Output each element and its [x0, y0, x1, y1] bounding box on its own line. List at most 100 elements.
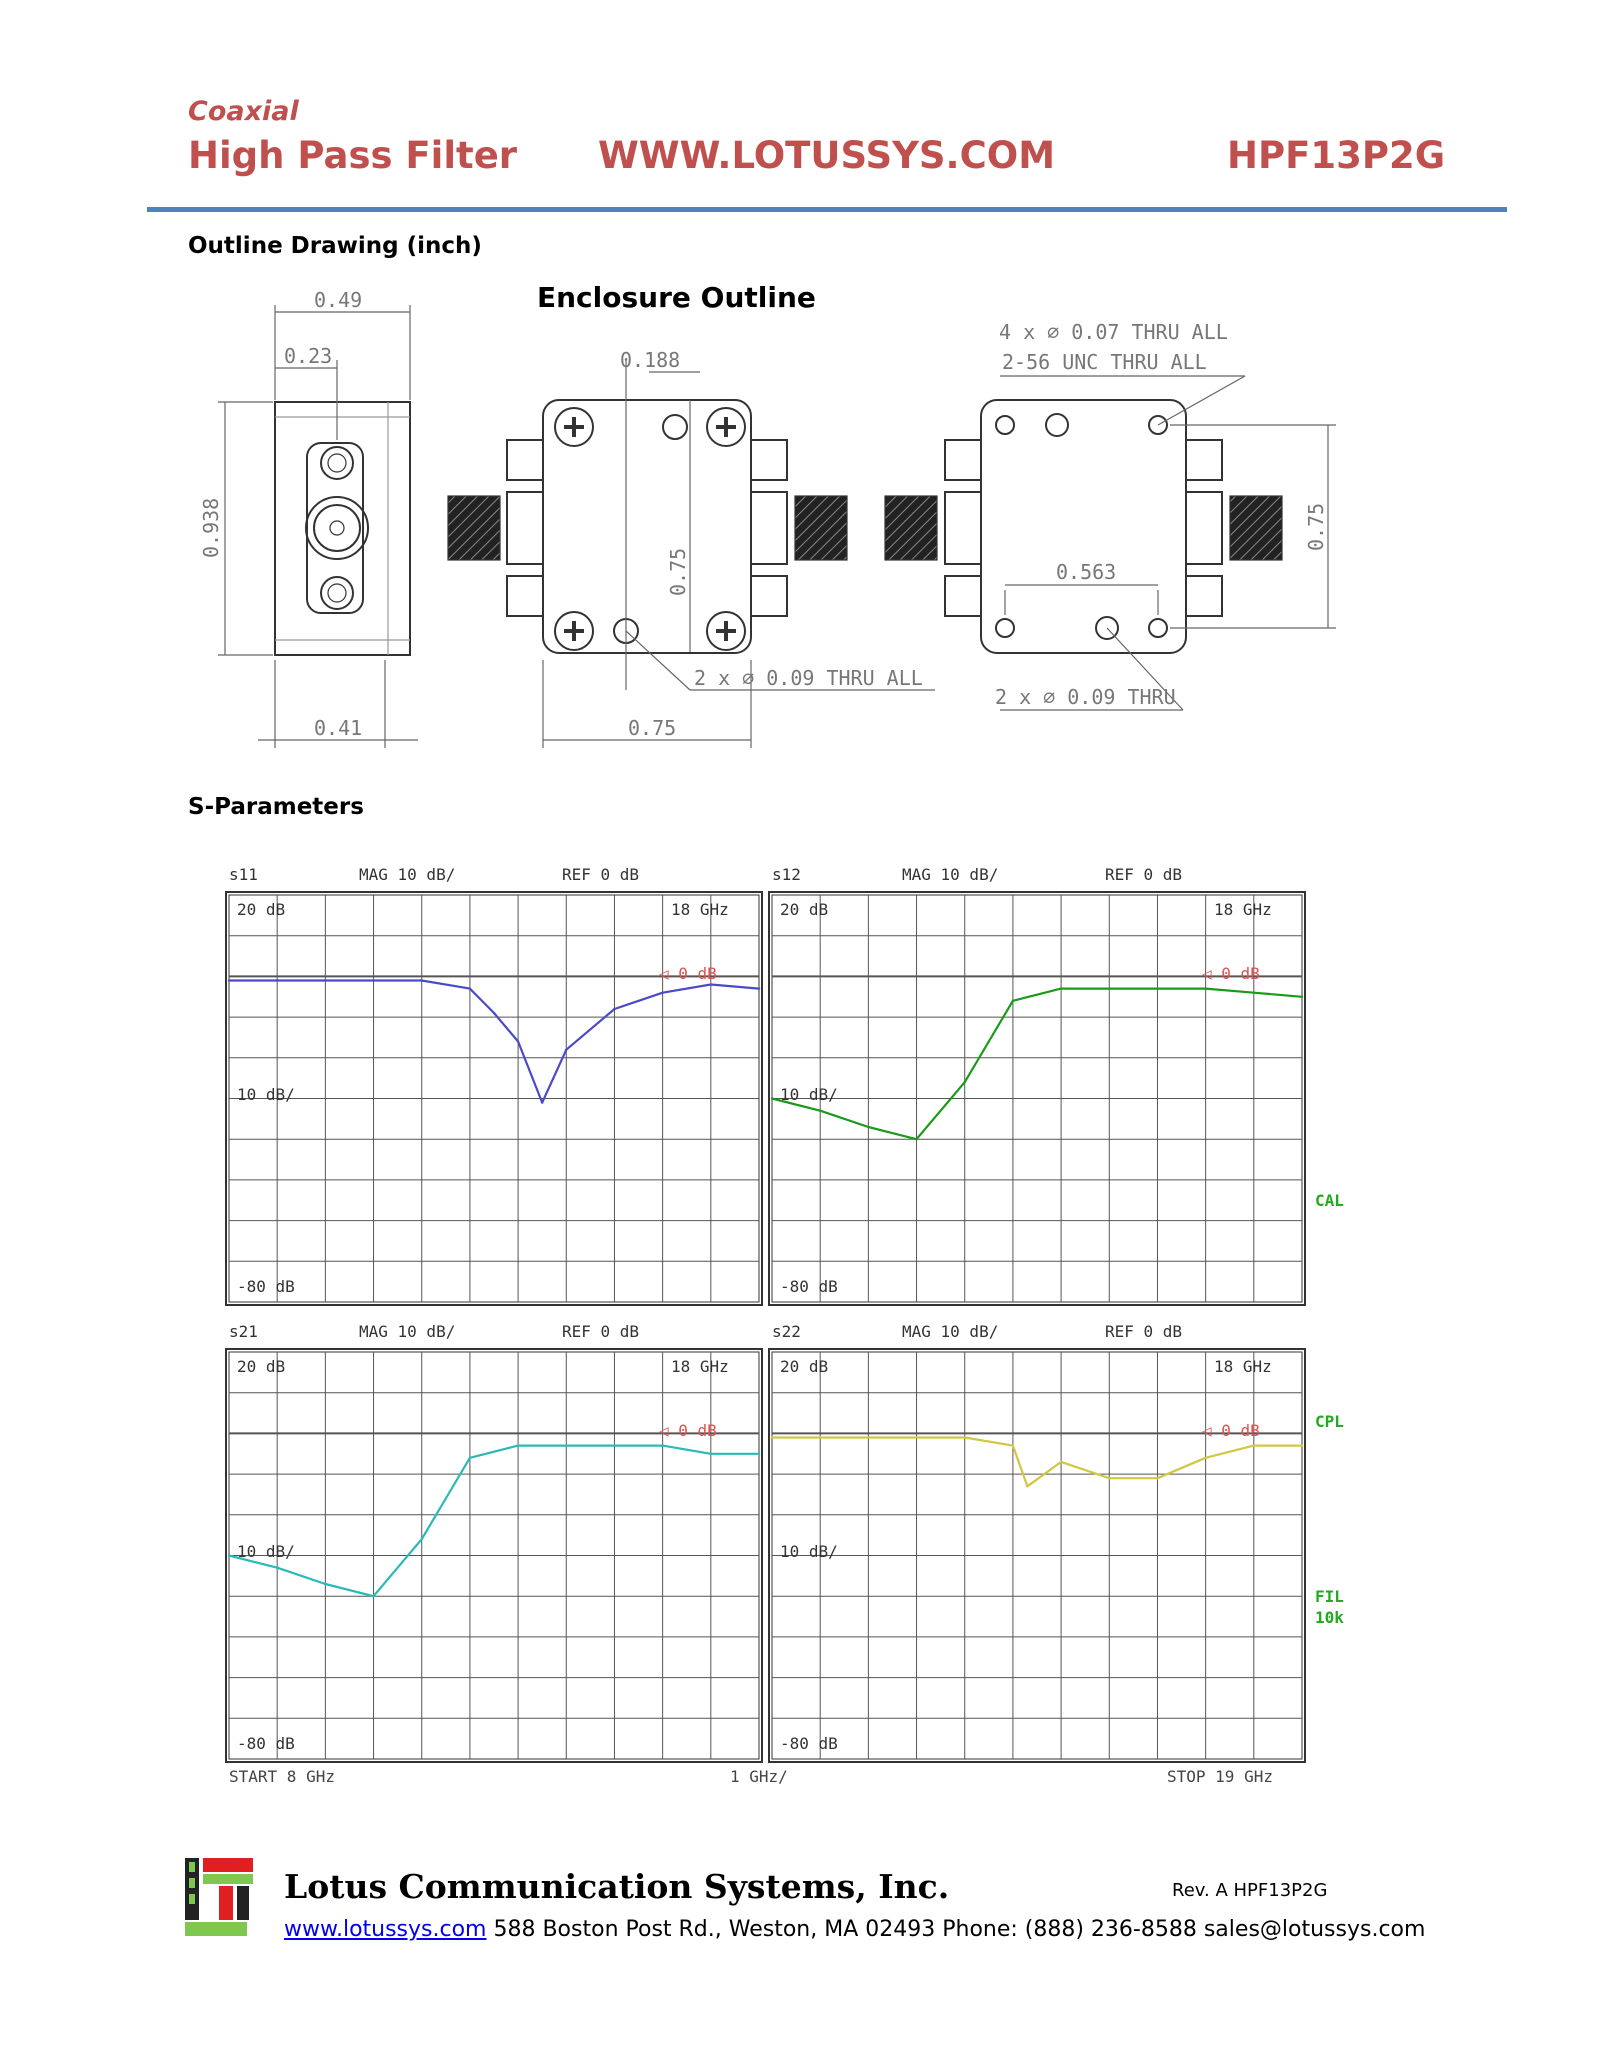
side-label-cpl: CPL — [1315, 1412, 1344, 1431]
trace-point — [867, 1125, 870, 1129]
top-view — [447, 360, 935, 748]
footer-company: Lotus Communication Systems, Inc. — [284, 1867, 950, 1906]
trace-point — [818, 1109, 822, 1112]
trace-point — [818, 1436, 822, 1439]
footer-contact-line: www.lotussys.com 588 Boston Post Rd., We… — [284, 1917, 1425, 1942]
trace-point — [372, 979, 375, 982]
plot-top-label: 20 dB — [780, 900, 828, 919]
plot-frame — [768, 891, 1306, 1306]
header-divider — [147, 207, 1507, 212]
plot-label: s21 — [229, 1322, 258, 1341]
trace-point — [1108, 1476, 1111, 1480]
header-website[interactable]: WWW.LOTUSSYS.COM — [598, 134, 1056, 177]
trace-s11 — [229, 979, 760, 1104]
bottom-thread-note-1: 4 x ∅ 0.07 THRU ALL — [999, 320, 1228, 344]
trace-point — [324, 1582, 327, 1586]
trace-point — [1108, 987, 1111, 990]
trace-point — [275, 1566, 279, 1569]
outline-drawing: 0.49 0.23 0.938 0.41 0.188 0.75 0.75 2 x… — [199, 288, 1336, 748]
trace-point — [1026, 1485, 1029, 1488]
trace-point — [757, 1452, 761, 1455]
outline-section-title: Outline Drawing (inch) — [188, 233, 482, 259]
trace-point — [709, 1452, 713, 1455]
plot-mag: MAG 10 dB/ — [902, 1322, 998, 1341]
side-label-fil-10k: 10k — [1315, 1608, 1344, 1627]
plot-ref: REF 0 dB — [562, 1322, 639, 1341]
trace-point — [468, 987, 472, 990]
plot-ref: REF 0 dB — [1105, 865, 1182, 884]
bottom-thread-note-2: 2-56 UNC THRU ALL — [1002, 350, 1207, 374]
lotus-logo — [185, 1858, 253, 1936]
header-title: High Pass Filter — [188, 134, 518, 177]
trace-point — [516, 1444, 520, 1447]
trace-point — [324, 979, 327, 982]
plot-mag: MAG 10 dB/ — [359, 1322, 455, 1341]
plot-mid-label: 10 dB/ — [780, 1085, 838, 1104]
trace-point — [372, 1595, 375, 1598]
plot-freq-label: 18 GHz — [671, 900, 729, 919]
plot-frame — [768, 1348, 1306, 1763]
trace-point — [915, 1138, 918, 1141]
plot-bottom-label: -80 dB — [780, 1734, 838, 1753]
footer-website-link[interactable]: www.lotussys.com — [284, 1917, 487, 1942]
side-label-fil: FIL — [1315, 1587, 1344, 1606]
plot-bottom-label: -80 dB — [780, 1277, 838, 1296]
plot-frame — [225, 1348, 763, 1763]
trace-point — [709, 983, 713, 986]
trace-point — [420, 979, 423, 982]
trace-point — [757, 987, 761, 990]
plot-mag: MAG 10 dB/ — [359, 865, 455, 884]
trace-point — [540, 1101, 544, 1104]
trace-point — [867, 1436, 870, 1439]
trace-point — [565, 1048, 568, 1051]
header-subtitle: Coaxial — [188, 96, 299, 127]
trace-point — [1252, 991, 1256, 994]
plot-label: s11 — [229, 865, 258, 884]
dim-side-height: 0.938 — [199, 498, 223, 558]
trace-point — [444, 1497, 448, 1500]
sweep-start: START 8 GHz — [229, 1767, 335, 1786]
footer-rev: Rev. A HPF13P2G — [1172, 1880, 1328, 1901]
plot-top-label: 20 dB — [237, 900, 285, 919]
sparam-section-title: S-Parameters — [188, 794, 364, 820]
bottom-hole-note: 2 x ∅ 0.09 THRU — [995, 685, 1176, 709]
trace-point — [1011, 999, 1015, 1003]
trace-point — [492, 1011, 496, 1015]
trace-point — [1252, 1444, 1256, 1447]
plot-mid-label: 10 dB/ — [780, 1542, 838, 1561]
plot-label: s12 — [772, 865, 801, 884]
plot-mid-label: 10 dB/ — [237, 1542, 295, 1561]
sweep-step: 1 GHz/ — [730, 1767, 788, 1786]
enclosure-title: Enclosure Outline — [537, 281, 816, 314]
bottom-view — [884, 375, 1336, 711]
side-label-cal: CAL — [1315, 1191, 1344, 1210]
trace-point — [770, 1436, 774, 1439]
dim-top-hole-offset: 0.188 — [620, 348, 680, 372]
plot-mag: MAG 10 dB/ — [902, 865, 998, 884]
sweep-stop: STOP 19 GHz — [1167, 1767, 1273, 1786]
trace-point — [1011, 1444, 1015, 1447]
plot-label: s22 — [772, 1322, 801, 1341]
trace-point — [915, 1436, 918, 1439]
plot-top-label: 20 dB — [237, 1357, 285, 1376]
dim-side-width-top: 0.49 — [314, 288, 362, 312]
plot-top-label: 20 dB — [780, 1357, 828, 1376]
trace-point — [1204, 987, 1207, 990]
top-hole-note: 2 x ∅ 0.09 THRU ALL — [694, 666, 923, 690]
dim-top-width: 0.75 — [628, 716, 676, 740]
trace-point — [613, 1444, 616, 1447]
plot-freq-label: 18 GHz — [671, 1357, 729, 1376]
trace-point — [963, 1436, 966, 1439]
plot-bottom-label: -80 dB — [237, 1277, 295, 1296]
plot-ref-marker: ◁ 0 dB — [659, 964, 717, 983]
sparam-plots: CAL CPL FIL 10k START 8 GHz 1 GHz/ STOP … — [225, 865, 1344, 1786]
plot-ref: REF 0 dB — [1105, 1322, 1182, 1341]
plot-mid-label: 10 dB/ — [237, 1085, 295, 1104]
dim-top-height: 0.75 — [666, 548, 690, 596]
trace-point — [1204, 1456, 1207, 1460]
trace-point — [565, 1444, 568, 1447]
trace-point — [1059, 1460, 1063, 1464]
plot-ref: REF 0 dB — [562, 865, 639, 884]
